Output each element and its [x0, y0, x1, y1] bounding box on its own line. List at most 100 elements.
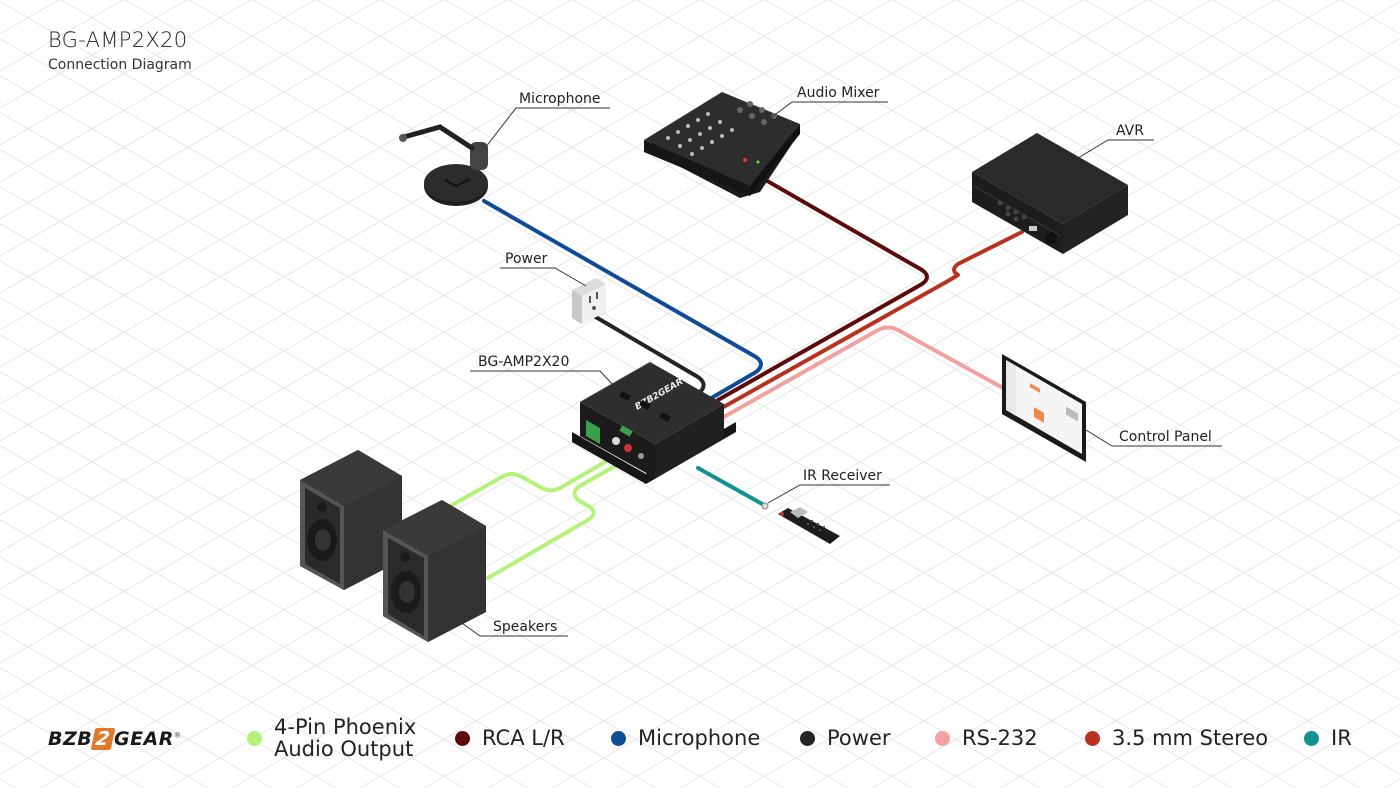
- legend-item-rs232: RS-232: [935, 727, 1038, 749]
- speaker-front[interactable]: [383, 500, 486, 642]
- grid-line: [1084, 0, 1400, 183]
- grid-line: [0, 0, 764, 442]
- label-avr: AVR: [1116, 123, 1144, 139]
- grid-line: [0, 0, 572, 331]
- legend-item-rca: RCA L/R: [455, 727, 565, 749]
- legend-item-power: Power: [800, 727, 891, 749]
- ir-receiver-device[interactable]: [761, 502, 769, 510]
- legend-dot-rca: [455, 730, 470, 746]
- grid-line: [0, 0, 1020, 590]
- logo-registered: ®: [173, 731, 182, 740]
- grid-line: [0, 0, 1212, 701]
- legend-label-rs232: RS-232: [962, 726, 1038, 750]
- legend-dot-stereo: [1085, 730, 1100, 746]
- grid-line: [1126, 630, 1400, 788]
- leader-control-panel: [1085, 429, 1222, 447]
- label-amp: BG-AMP2X20: [478, 354, 570, 370]
- label-speakers: Speakers: [493, 619, 558, 635]
- legend-dot-power: [800, 730, 815, 746]
- logo-mark: 2: [90, 728, 116, 750]
- leader-speakers: [451, 615, 568, 637]
- legend-label-phoenix-line1: 4-Pin Phoenix: [274, 715, 417, 739]
- label-audio-mixer: Audio Mixer: [797, 85, 880, 101]
- grid-line: [0, 593, 338, 788]
- grid-line: [0, 445, 594, 788]
- grid-line: [0, 0, 316, 183]
- grid-line: [806, 445, 1400, 788]
- grid-line: [294, 149, 1400, 788]
- cable-phoenix-right: [486, 460, 624, 580]
- grid-line: [166, 75, 1400, 788]
- grid-line: [764, 0, 1400, 368]
- leader-microphone: [484, 107, 610, 149]
- grid-line: [0, 0, 252, 146]
- cable-stereo: [718, 230, 1024, 411]
- audio-mixer-device[interactable]: [644, 92, 800, 198]
- grid-line: [1020, 0, 1400, 220]
- grid-line: [0, 556, 402, 788]
- legend-label-phoenix-line2: Audio Output: [274, 737, 414, 761]
- label-control-panel: Control Panel: [1119, 429, 1212, 445]
- legend-label-stereo: 3.5 mm Stereo: [1112, 726, 1269, 750]
- legend-dot-phoenix: [247, 730, 262, 746]
- grid-line: [0, 0, 828, 479]
- grid-line: [0, 0, 1148, 664]
- grid-line: [422, 223, 1400, 788]
- leader-audio-mixer: [767, 101, 888, 121]
- power-outlet-device[interactable]: [572, 278, 606, 324]
- control-panel-device[interactable]: [1002, 354, 1086, 462]
- grid-line: [1062, 593, 1400, 788]
- grid-line: [892, 0, 1400, 294]
- grid-line: [0, 0, 636, 368]
- legend-item-phoenix: 4-Pin Phoenix Audio Output: [247, 716, 416, 760]
- grid-line: [358, 186, 1400, 788]
- bzb-gear-logo: BZB2GEAR®: [48, 728, 181, 750]
- legend-label-rca: RCA L/R: [482, 726, 565, 750]
- grid-line: [614, 334, 1400, 788]
- grid-line: [998, 556, 1400, 788]
- legend-dot-ir: [1304, 730, 1319, 746]
- speaker-rear[interactable]: [300, 450, 402, 590]
- diagram-subtitle: Connection Diagram: [48, 57, 192, 73]
- leader-power: [500, 267, 587, 287]
- legend-dot-microphone: [611, 730, 626, 746]
- grid-line: [0, 630, 274, 788]
- remote-control: [778, 507, 840, 544]
- grid-line: [230, 112, 1400, 788]
- cable-microphone: [482, 199, 763, 402]
- diagram-title: BG-AMP2X20: [48, 28, 188, 52]
- grid-line: [0, 408, 658, 788]
- legend-item-ir: IR: [1304, 727, 1352, 749]
- grid-line: [0, 0, 1084, 627]
- grid-line: [934, 519, 1400, 788]
- grid-line: [678, 371, 1400, 788]
- grid-line: [0, 519, 466, 788]
- leader-lines: [451, 101, 1222, 637]
- grid-line: [828, 0, 1400, 331]
- grid-line: [956, 0, 1400, 257]
- avr-device[interactable]: [972, 133, 1128, 254]
- cable-rca: [716, 176, 929, 402]
- grid-line: [0, 0, 508, 294]
- logo-suffix: GEAR: [113, 728, 174, 750]
- grid-line: [0, 0, 444, 257]
- label-ir-receiver: IR Receiver: [803, 468, 882, 484]
- bg-amp2x20-device[interactable]: BZB2GEAR: [572, 362, 736, 484]
- microphone-device[interactable]: [399, 124, 488, 206]
- grid-line: [0, 0, 700, 405]
- leader-avr: [1077, 139, 1154, 159]
- logo-prefix: BZB: [48, 728, 93, 750]
- grid-line: [1148, 0, 1400, 146]
- grid-line: [486, 260, 1400, 788]
- grid-line: [742, 408, 1400, 788]
- grid-line: [870, 482, 1400, 788]
- legend-label-phoenix: 4-Pin Phoenix Audio Output: [274, 716, 416, 760]
- legend-dot-rs232: [935, 730, 950, 746]
- grid-line: [0, 482, 530, 788]
- grid-line: [0, 0, 380, 220]
- legend: BZB2GEAR® 4-Pin Phoenix Audio Output RCA…: [0, 712, 1400, 772]
